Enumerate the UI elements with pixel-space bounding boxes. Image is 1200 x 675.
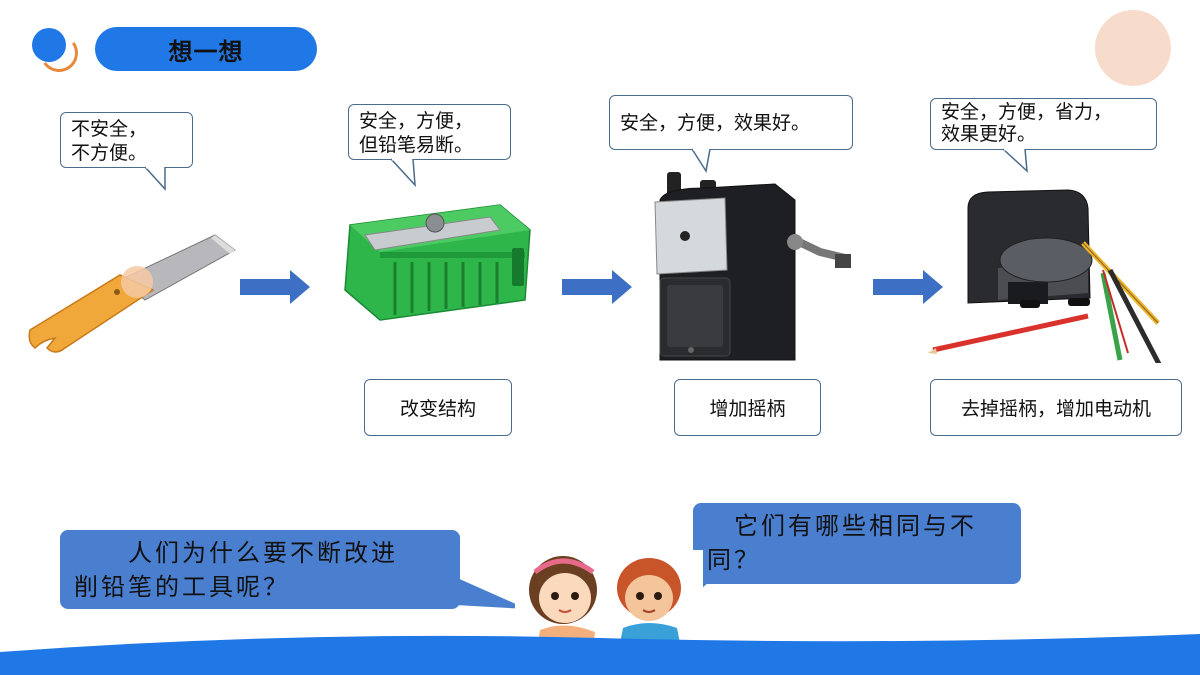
utility-knife-icon [28, 234, 236, 353]
decor-peach-circle [1095, 10, 1171, 86]
bubble-step-2-line-1: 安全，方便， [359, 110, 474, 132]
bubble-step-3-line-1: 安全，方便，效果好。 [620, 111, 811, 134]
bubble-step-4-line-1: 安全，方便，省力， [941, 101, 1113, 123]
question-left-tail [455, 577, 527, 609]
bubble-step-1: 不安全， 不方便。 [60, 112, 193, 191]
bubble-step-3: 安全，方便，效果好。 [609, 95, 853, 174]
pencil-sharpener-icon [344, 204, 531, 321]
bubble-step-4-line-2: 效果更好。 [941, 123, 1037, 145]
bottom-wave [0, 634, 1200, 675]
electric-sharpener-icon [928, 189, 1162, 363]
question-bubble-right: 它们有哪些相同与不 同？ [693, 503, 1021, 584]
decor-circle [32, 28, 66, 62]
bubble-step-1-line-1: 不安全， [71, 118, 148, 140]
question-bubble-left: 人们为什么要不断改进 削铅笔的工具呢？ [60, 530, 460, 609]
caption-step-3-text: 增加摇柄 [709, 398, 786, 420]
caption-step-2: 改变结构 [364, 379, 512, 436]
arrow-right-icon [562, 270, 632, 304]
page-title-text: 想一想 [168, 37, 244, 66]
caption-step-2-text: 改变结构 [399, 398, 476, 420]
question-left-line-1: 人们为什么要不断改进 [74, 539, 398, 567]
bubble-step-4: 安全，方便，省力， 效果更好。 [930, 98, 1157, 173]
caption-step-3: 增加摇柄 [674, 379, 821, 436]
caption-step-4-text: 去掉摇柄，增加电动机 [960, 398, 1151, 420]
question-right-line-2: 同？ [707, 546, 761, 574]
arrow-right-icon [240, 270, 310, 304]
bubble-step-2-line-2: 但铅笔易断。 [359, 134, 474, 156]
question-right-line-1: 它们有哪些相同与不 [707, 512, 977, 540]
question-left-line-2: 削铅笔的工具呢？ [74, 573, 290, 601]
crank-sharpener-icon [654, 172, 851, 361]
caption-step-4: 去掉摇柄，增加电动机 [930, 379, 1182, 436]
bubble-step-2: 安全，方便， 但铅笔易断。 [348, 104, 511, 188]
page-title: 想一想 [95, 27, 317, 71]
bubble-step-1-line-2: 不方便。 [71, 142, 148, 164]
arrow-right-icon [873, 270, 943, 304]
